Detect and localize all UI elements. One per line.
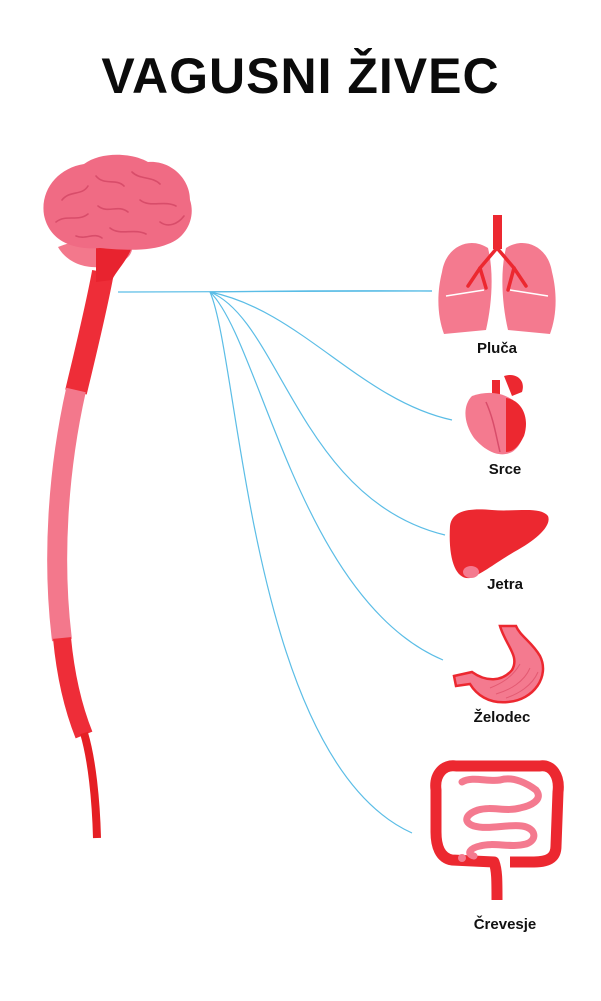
cerebrum <box>43 154 192 250</box>
heart-right-side <box>506 398 526 452</box>
lung-right <box>502 242 556 334</box>
label-stomach: Želodec <box>474 708 531 726</box>
brain-icon <box>43 154 192 282</box>
label-liver: Jetra <box>487 576 524 593</box>
label-intestines: Črevesje <box>474 915 537 933</box>
spine-segment-1 <box>65 270 114 395</box>
lungs-icon <box>438 215 556 334</box>
small-intestine <box>458 775 542 860</box>
gallbladder <box>463 566 479 578</box>
stomach-icon <box>452 624 545 704</box>
nerve-branch-heart <box>209 291 453 421</box>
lung-left <box>438 242 492 334</box>
nerve-branch-liver <box>209 291 446 536</box>
label-lungs: Pluča <box>477 340 518 357</box>
nerve-branch-stomach <box>209 291 444 661</box>
nerve-branch-intestines <box>209 291 413 834</box>
stomach-body <box>452 624 545 704</box>
nerve-branch-lungs <box>209 290 433 293</box>
liver-icon <box>449 509 549 579</box>
appendix <box>458 854 466 862</box>
liver-body <box>449 509 549 579</box>
label-heart: Srce <box>489 461 522 478</box>
spine-segment-4 <box>80 731 101 839</box>
nerve-branches <box>117 290 453 834</box>
large-intestine <box>430 760 564 901</box>
spinal-cord <box>47 270 114 839</box>
spine-segment-3 <box>53 637 93 739</box>
heart-icon <box>465 374 526 455</box>
spine-segment-2 <box>47 387 86 642</box>
trachea <box>493 215 502 249</box>
heart-vessels <box>492 374 523 396</box>
page-title: VAGUSNI ŽIVEC <box>101 48 500 104</box>
intestines-icon <box>430 760 564 901</box>
